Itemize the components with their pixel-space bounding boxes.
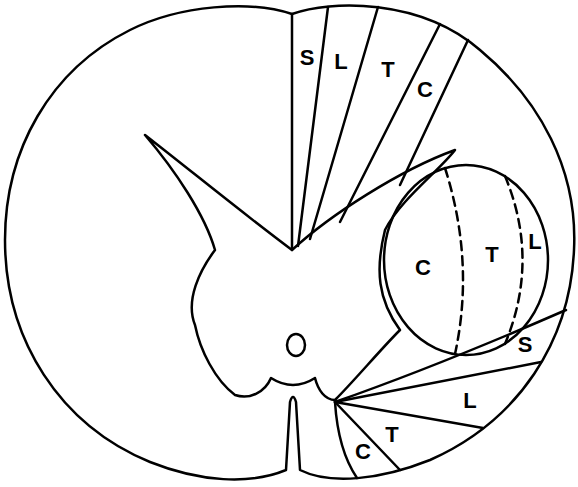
central-canal bbox=[287, 334, 305, 356]
region-label: T bbox=[385, 424, 398, 446]
segment-letter: C bbox=[415, 255, 431, 280]
corticospinal-tract bbox=[384, 165, 548, 355]
spinothalamic-divider bbox=[335, 362, 541, 402]
grey-matter bbox=[145, 135, 455, 400]
region-label: S bbox=[518, 334, 533, 356]
region-label: C bbox=[415, 257, 431, 279]
segment-letter: L bbox=[334, 49, 347, 74]
segment-letter: T bbox=[385, 422, 398, 447]
segment-letter: S bbox=[518, 332, 533, 357]
tract-dashed-divider bbox=[505, 176, 523, 344]
region-label: T bbox=[381, 59, 394, 81]
region-label: S bbox=[300, 47, 315, 69]
segment-letter: T bbox=[381, 57, 394, 82]
spinothalamic-divider bbox=[335, 402, 400, 470]
region-label: L bbox=[334, 51, 347, 73]
dorsal-column-divider bbox=[310, 7, 378, 239]
region-label: L bbox=[528, 231, 541, 253]
region-label: L bbox=[463, 390, 476, 412]
segment-letter: L bbox=[528, 229, 541, 254]
spinothalamic-edge bbox=[335, 310, 566, 402]
segment-letter: C bbox=[417, 77, 433, 102]
dorsal-column-divider bbox=[400, 40, 468, 185]
cord-outline bbox=[5, 6, 574, 480]
region-label: C bbox=[417, 79, 433, 101]
segment-letter: C bbox=[355, 439, 371, 464]
region-label: T bbox=[485, 244, 498, 266]
region-label: C bbox=[355, 441, 371, 463]
dorsal-column-divider bbox=[340, 24, 440, 222]
spinothalamic-edge bbox=[335, 402, 357, 478]
dorsal-median-septum bbox=[291, 14, 294, 250]
segment-letter: L bbox=[463, 388, 476, 413]
tract-dashed-divider bbox=[445, 168, 463, 354]
dorsal-column-divider bbox=[298, 7, 328, 246]
segment-letter: T bbox=[485, 242, 498, 267]
segment-letter: S bbox=[300, 45, 315, 70]
